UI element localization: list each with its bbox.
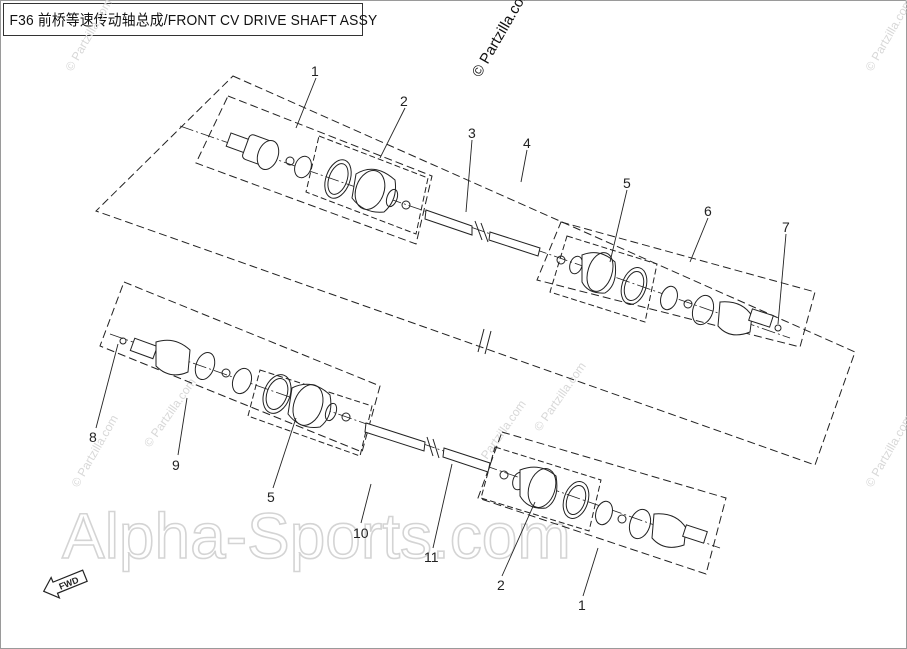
assembly-box-6: [536, 221, 816, 348]
outer-joint-top: [660, 285, 782, 336]
boot-kit-top: [324, 159, 411, 213]
callout-labels: 1 2 3 4 5 6 7 8 9 5 10 11 2 1: [89, 63, 790, 613]
assembly-box-9: [99, 281, 381, 453]
break-marks: [477, 328, 492, 355]
watermark-partzilla-4: © Partzilla.com: [862, 412, 907, 489]
inner-joint-bottom: [119, 337, 253, 395]
callout-7: 7: [782, 219, 790, 235]
outer-joint-bottom: [595, 500, 708, 548]
assembly-box-5-top: [549, 235, 658, 323]
assembly-box-1-bottom: [477, 431, 727, 575]
assembly-box-1-top: [195, 95, 433, 245]
boot-kit-bottom: [262, 374, 351, 428]
assembly-box-4: [95, 75, 856, 466]
leader-lines: [95, 77, 787, 597]
callout-2-top: 2: [400, 93, 408, 109]
centerline-bottom: [109, 333, 721, 549]
assembly-box-2-top: [305, 135, 429, 235]
watermark-alpha-sports: Alpha-Sports.com: [62, 500, 571, 572]
watermark-partzilla-1: © Partzilla.com: [62, 0, 115, 73]
top-shaft-assembly: [95, 75, 856, 466]
boot-kit-outer-top: [556, 252, 648, 305]
watermark-partzilla-main: © Partzilla.com: [469, 0, 534, 80]
watermark-partzilla-5: © Partzilla.com: [141, 375, 199, 449]
inner-joint-top: [225, 132, 312, 179]
callout-1-top: 1: [311, 63, 319, 79]
watermark-partzilla-2: © Partzilla.com: [862, 0, 907, 73]
callout-4: 4: [523, 135, 531, 151]
callout-3: 3: [468, 125, 476, 141]
callout-1-bottom: 1: [578, 597, 586, 613]
shaft-11: [364, 422, 491, 473]
callout-11: 11: [424, 549, 439, 565]
callout-9: 9: [172, 457, 180, 473]
centerline-top: [179, 125, 791, 339]
callout-5-bottom: 5: [267, 489, 275, 505]
callout-2-bottom: 2: [497, 577, 505, 593]
callout-8: 8: [89, 429, 97, 445]
diagram-title: F36 前桥等速传动轴总成/FRONT CV DRIVE SHAFT ASSY: [9, 12, 378, 29]
title-box: F36 前桥等速传动轴总成/FRONT CV DRIVE SHAFT ASSY: [3, 3, 377, 36]
bottom-shaft-assembly: [99, 281, 727, 575]
boot-kit-outer-bottom: [499, 466, 590, 519]
callout-5-top: 5: [623, 175, 631, 191]
watermark-partzilla-3: © Partzilla.com: [68, 412, 121, 489]
watermark-partzilla-7: © Partzilla.com: [531, 359, 589, 433]
assembly-box-2-bottom: [480, 446, 602, 532]
callout-6: 6: [704, 203, 712, 219]
shaft-3: [424, 209, 541, 257]
callout-10: 10: [353, 525, 369, 541]
